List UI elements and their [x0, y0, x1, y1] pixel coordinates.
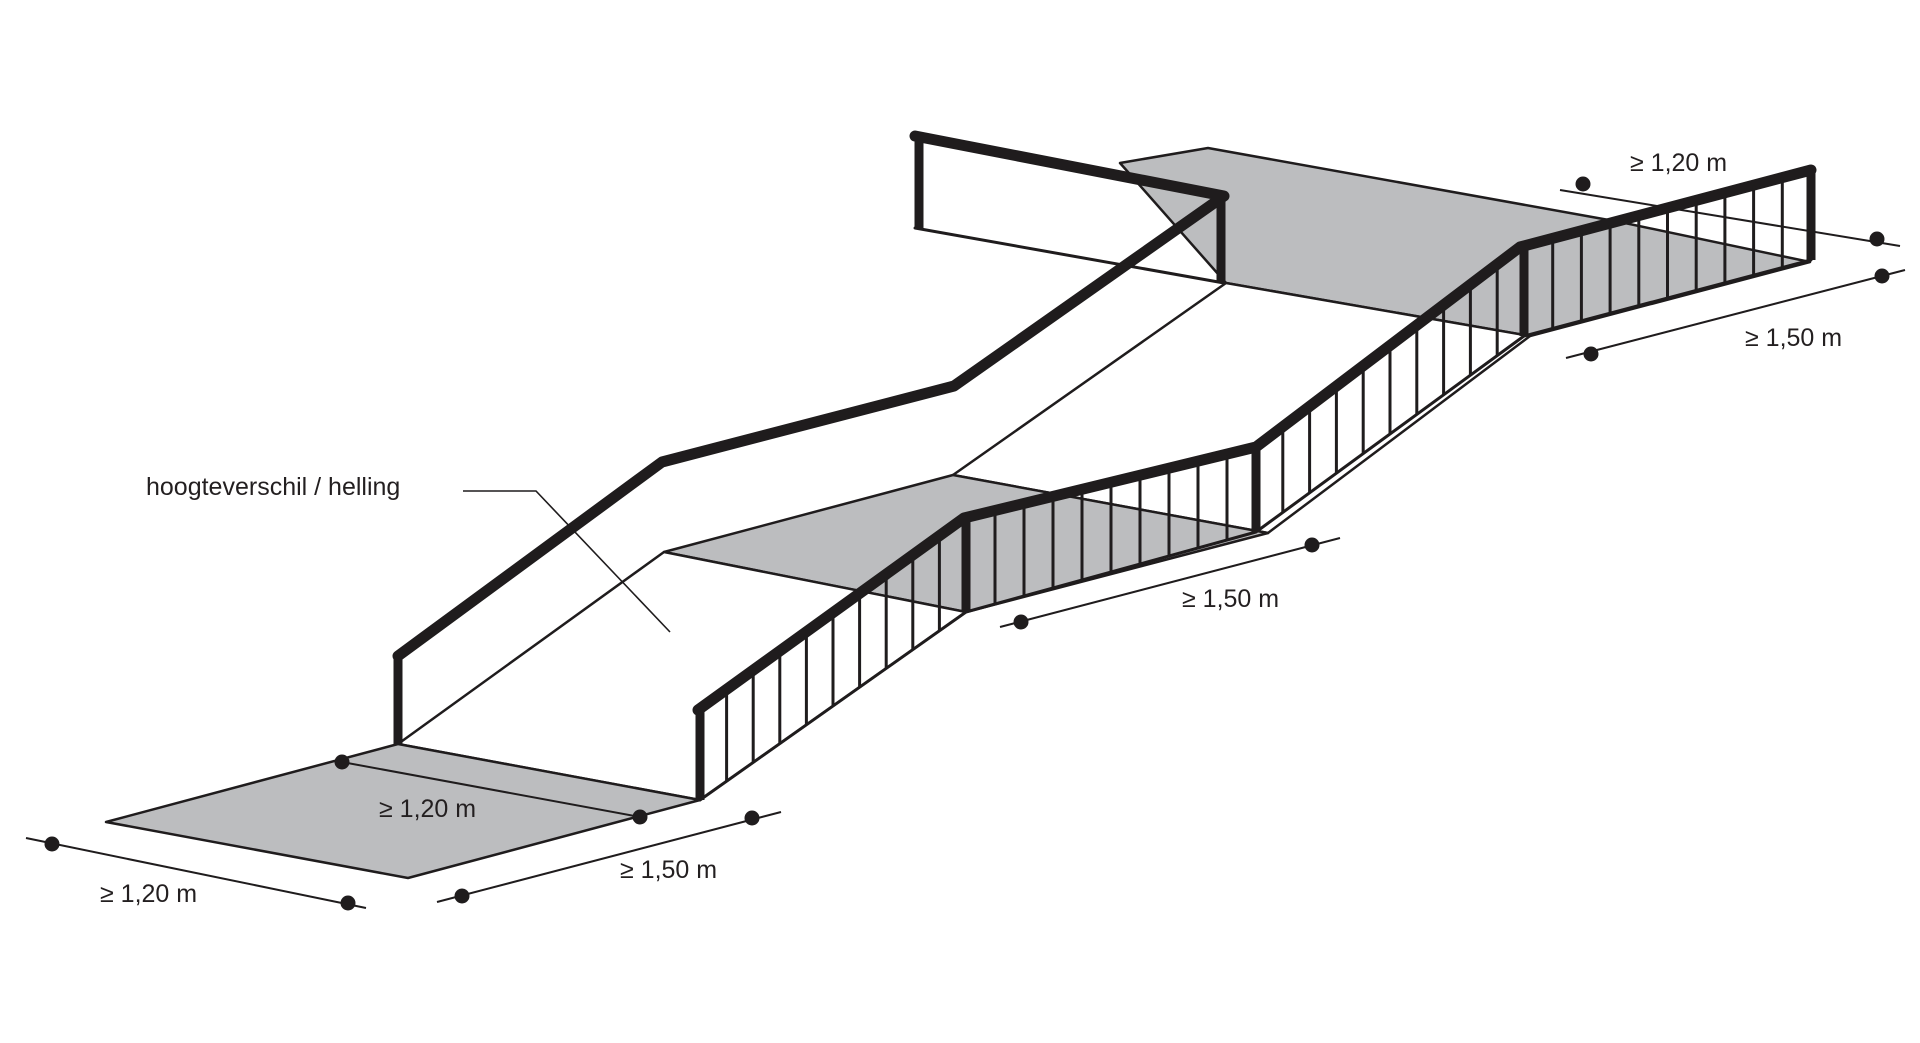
- left-handrail-base: [913, 226, 1226, 285]
- dim-label-top-landing-width: ≥ 1,20 m: [1630, 149, 1727, 177]
- dimensions: [25, 176, 1906, 911]
- left-handrail-top: [392, 130, 1230, 662]
- dim-bottom-landing-depth: [436, 810, 782, 904]
- dim-label-bottom-landing-depth: ≥ 1,50 m: [620, 856, 717, 884]
- left-handrail: [392, 130, 1230, 744]
- dim-top-landing-width: [1559, 176, 1901, 247]
- annotation-label: hoogteverschil / helling: [146, 473, 400, 501]
- dim-label-top-landing-depth: ≥ 1,50 m: [1745, 324, 1842, 352]
- dim-label-bottom-landing-width: ≥ 1,20 m: [100, 880, 197, 908]
- annotation-leader: [463, 490, 671, 633]
- dim-bottom-landing-width: [25, 836, 367, 911]
- railing-balusters: [725, 177, 1784, 782]
- dim-bottom-landing-inner-width: [334, 754, 648, 825]
- dim-middle-landing-depth: [999, 537, 1341, 630]
- dim-label-bottom-landing-inner-width: ≥ 1,20 m: [379, 795, 476, 823]
- bottom-landing: [104, 742, 702, 880]
- right-railing-top: [692, 164, 1817, 716]
- dim-label-middle-landing-depth: ≥ 1,50 m: [1182, 585, 1279, 613]
- dim-top-landing-depth: [1565, 268, 1906, 362]
- right-railing: [692, 164, 1817, 802]
